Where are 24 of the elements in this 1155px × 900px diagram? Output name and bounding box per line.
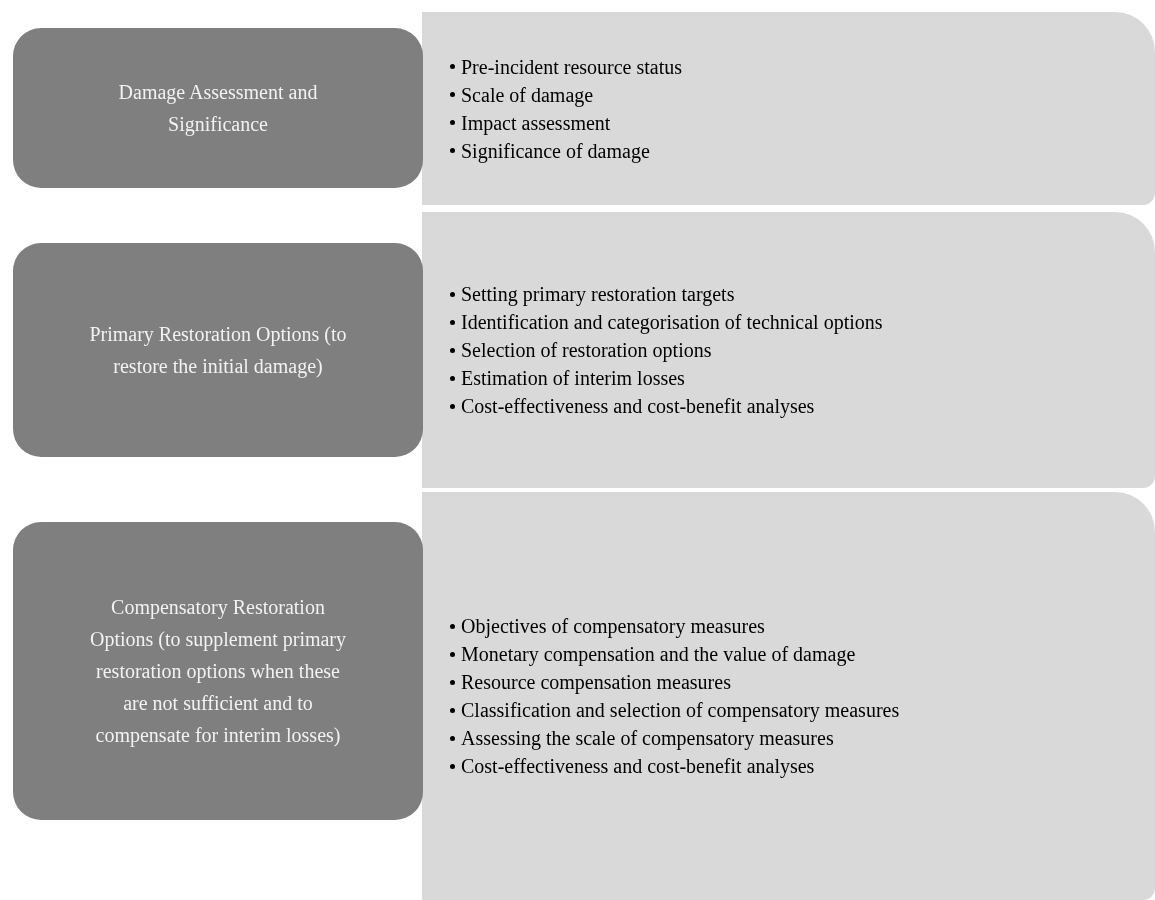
bullet-text: Identification and categorisation of technical options	[461, 310, 883, 336]
category-box	[13, 522, 423, 820]
bullet-text: Objectives of compensatory measures	[461, 614, 765, 640]
bullet-text: Scale of damage	[461, 82, 594, 109]
bullet-text: Estimation of interim losses	[461, 366, 685, 391]
bullet-text: Pre-incident resource status	[461, 54, 683, 80]
bullet-text: Monetary compensation and the value of damage	[461, 642, 856, 668]
content-panel	[422, 212, 1155, 488]
bullet-text: Selection of restoration options	[461, 338, 712, 364]
category-text: Primary Restoration Options (to restore the initial damage)	[88, 322, 348, 380]
bullet-text: Cost-effectiveness and cost-benefit analyses	[461, 754, 815, 780]
bullet-text: Classification and selection of compensatory measures	[461, 698, 900, 724]
bullet-text: Setting primary restoration targets	[461, 282, 735, 308]
bullet-text: Cost-effectiveness and cost-benefit analyses	[461, 394, 815, 420]
category-box	[13, 28, 423, 188]
content-panel	[422, 492, 1155, 900]
category-box	[13, 243, 423, 457]
content-panel	[422, 12, 1155, 205]
bullet-text: Resource compensation measures	[461, 670, 731, 696]
bullet-text: Impact assessment	[461, 110, 611, 137]
bullet-text: Significance of damage	[461, 138, 650, 165]
bullet-text: Assessing the scale of compensatory measures	[461, 726, 834, 752]
category-text: Damage Assessment and Significance	[117, 80, 319, 138]
category-text: Compensatory Restoration Options (to supplement primary restoration options when these are not sufficient and to compensate for interim losses)	[88, 595, 348, 749]
